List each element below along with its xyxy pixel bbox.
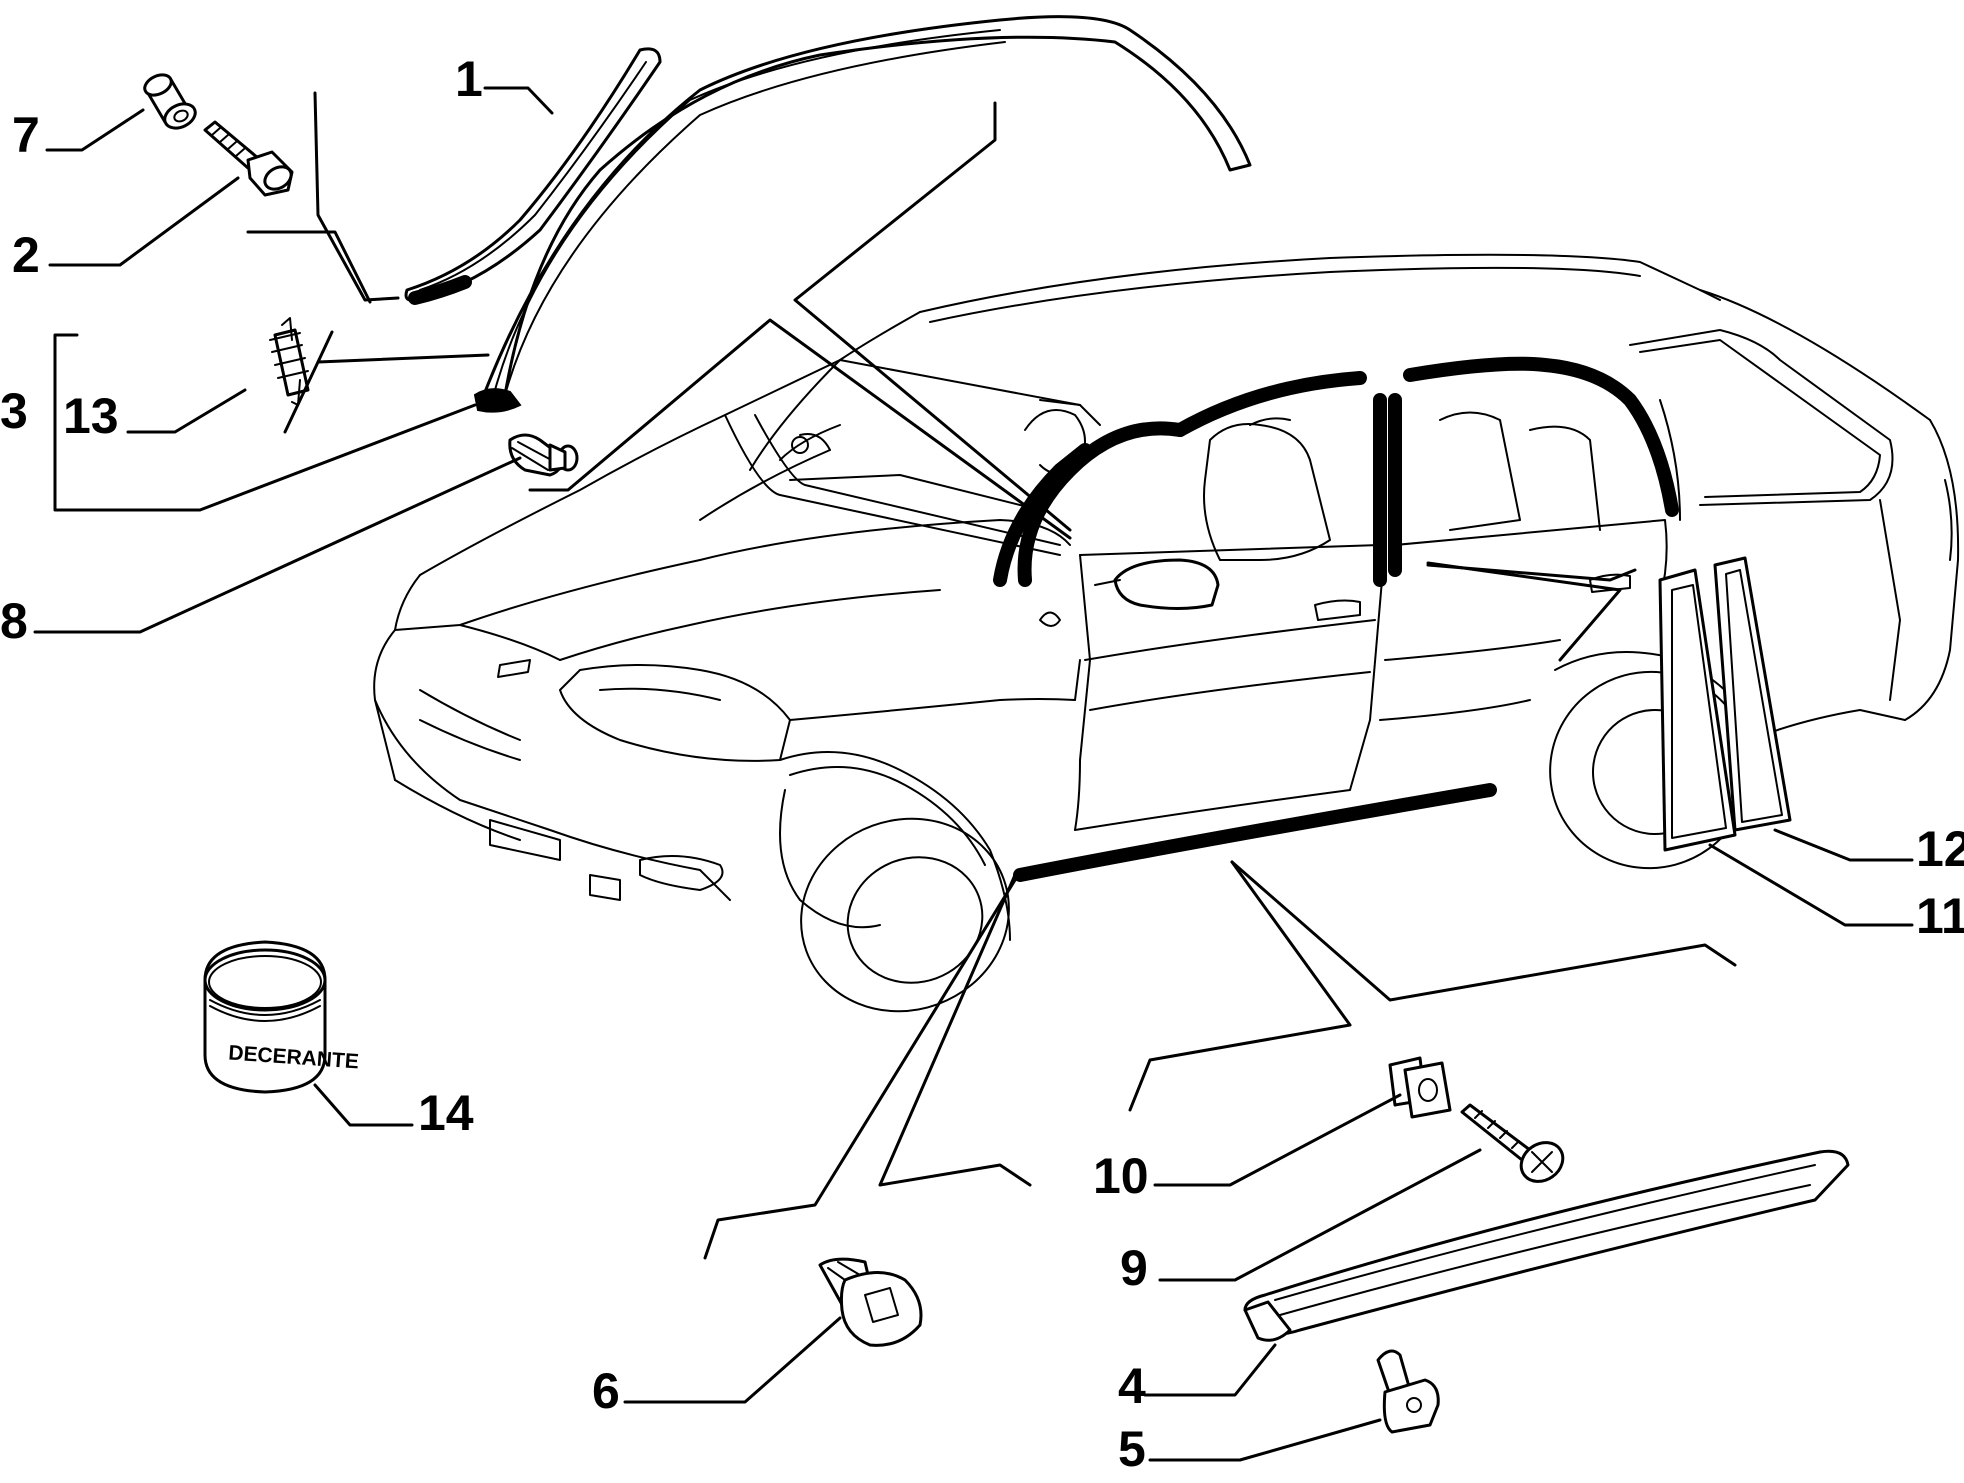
part-6-grommet bbox=[818, 1257, 923, 1347]
part-9-screw bbox=[1460, 1103, 1565, 1183]
part-3-roof-moulding bbox=[473, 15, 1252, 413]
part-8-push-clip bbox=[508, 433, 579, 477]
part-1-pillar-trim bbox=[404, 47, 662, 305]
part-11-applique bbox=[1658, 568, 1737, 852]
callout-numbers: 1 7 2 3 13 8 12 11 14 10 9 6 4 5 bbox=[0, 51, 1964, 1477]
leader-lines bbox=[33, 86, 1914, 1462]
callout-14: 14 bbox=[418, 1085, 474, 1141]
callout-2: 2 bbox=[12, 227, 40, 283]
callout-8: 8 bbox=[0, 593, 28, 649]
part-14-container: DECERANTE bbox=[203, 940, 360, 1094]
car-outline bbox=[373, 253, 1960, 1013]
part-12-applique bbox=[1713, 556, 1792, 832]
callout-12: 12 bbox=[1916, 821, 1964, 877]
callout-10: 10 bbox=[1093, 1148, 1149, 1204]
callout-6: 6 bbox=[592, 1363, 620, 1419]
callout-9: 9 bbox=[1120, 1240, 1148, 1296]
callout-1: 1 bbox=[455, 51, 483, 107]
callout-3: 3 bbox=[0, 383, 28, 439]
part-10-speed-nut bbox=[1388, 1056, 1452, 1119]
part-4-sill-moulding bbox=[1243, 1149, 1850, 1342]
callout-4: 4 bbox=[1118, 1358, 1146, 1414]
part-2-bolt bbox=[203, 120, 294, 197]
part-5-push-clip bbox=[1376, 1349, 1440, 1434]
part-7-nut-insert bbox=[143, 73, 197, 130]
callout-13: 13 bbox=[63, 388, 119, 444]
callout-7: 7 bbox=[12, 107, 40, 163]
callout-5: 5 bbox=[1118, 1421, 1146, 1477]
callout-11: 11 bbox=[1916, 888, 1964, 944]
door-seals bbox=[993, 356, 1679, 882]
